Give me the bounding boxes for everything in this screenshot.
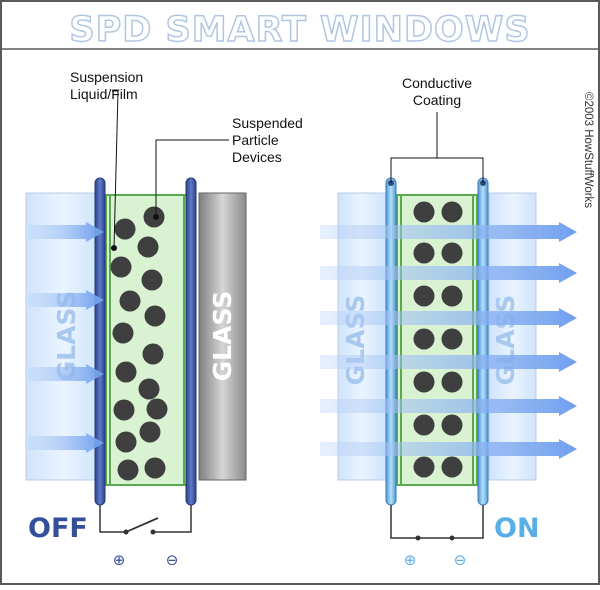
- light-arrow: [320, 352, 577, 372]
- light-arrow: [320, 263, 577, 283]
- on-switch-contact-2: [449, 535, 455, 541]
- page-title: SPD SMART WINDOWS: [69, 10, 530, 50]
- particle: [138, 378, 160, 400]
- particle: [119, 290, 141, 312]
- particle: [441, 456, 463, 478]
- conductive-bracket: [390, 112, 484, 183]
- off-right-electrode: [185, 177, 197, 506]
- light-arrow: [28, 364, 104, 384]
- off-circuit-wire: [99, 505, 192, 533]
- particles-label-line3: Devices: [232, 149, 282, 165]
- particle: [441, 285, 463, 307]
- light-arrow: [320, 308, 577, 328]
- suspension-leader: [112, 90, 119, 249]
- particle: [441, 414, 463, 436]
- off-state-label: OFF: [28, 513, 88, 544]
- particle: [441, 201, 463, 223]
- particle: [141, 269, 163, 291]
- off-plus-terminal: ⊕: [113, 552, 126, 569]
- particle: [413, 456, 435, 478]
- on-minus-terminal: ⊖: [454, 552, 467, 569]
- light-arrow: [28, 290, 104, 310]
- particle: [413, 328, 435, 350]
- suspension-label-line1: Suspension: [70, 69, 143, 85]
- on-rear-glass-label: GLASS: [491, 295, 520, 386]
- light-arrow: [320, 396, 577, 416]
- particle: [114, 218, 136, 240]
- conductive-label-line1: Conductive: [402, 75, 472, 91]
- off-rear-glass: [198, 192, 247, 481]
- particles-label-line1: Suspended: [232, 115, 303, 131]
- light-arrow: [28, 222, 104, 242]
- particle: [413, 242, 435, 264]
- on-arrows: [320, 222, 577, 459]
- light-arrow: [320, 222, 577, 242]
- particle: [115, 431, 137, 453]
- on-front-glass-label: GLASS: [341, 295, 370, 386]
- particle: [139, 421, 161, 443]
- particles-leader-dot: [153, 214, 159, 220]
- particle: [144, 457, 166, 479]
- light-arrow: [28, 433, 104, 453]
- particle: [115, 361, 137, 383]
- particle: [146, 398, 168, 420]
- on-switch-contact: [415, 535, 421, 541]
- off-switch-contact-2: [150, 529, 156, 535]
- conductive-label-line2: Coating: [413, 92, 461, 108]
- particles-label-line2: Particle: [232, 132, 279, 148]
- particle: [112, 322, 134, 344]
- light-arrow: [320, 439, 577, 459]
- particle: [144, 305, 166, 327]
- off-particles: [110, 206, 168, 481]
- particle: [113, 399, 135, 421]
- on-rear-glass: [488, 192, 537, 481]
- particle: [441, 328, 463, 350]
- off-left-electrode: [94, 177, 106, 506]
- on-front-glass: [337, 192, 387, 481]
- particle: [413, 371, 435, 393]
- particle: [117, 459, 139, 481]
- on-panel: GLASS GLASS ON ⊕ ⊖: [320, 177, 577, 569]
- particles-leader: [155, 139, 229, 217]
- particle: [110, 256, 132, 278]
- particle: [441, 242, 463, 264]
- on-plus-terminal: ⊕: [404, 552, 417, 569]
- off-arrows: [28, 222, 104, 453]
- on-film: [396, 194, 478, 486]
- particle: [137, 236, 159, 258]
- particle: [413, 285, 435, 307]
- off-panel: GLASS GLASS OFF ⊕ ⊖: [25, 177, 247, 569]
- suspension-leader-dot: [111, 245, 117, 251]
- particle: [441, 371, 463, 393]
- off-minus-terminal: ⊖: [166, 552, 179, 569]
- off-rear-glass-label: GLASS: [208, 291, 237, 382]
- particle: [413, 201, 435, 223]
- copyright-credit: ©2003 HowStuffWorks: [582, 92, 594, 208]
- particle: [142, 343, 164, 365]
- suspension-label-line2: Liquid/Film: [70, 86, 138, 102]
- off-switch-blade: [125, 517, 159, 533]
- on-state-label: ON: [494, 513, 540, 544]
- on-particles: [413, 201, 463, 478]
- particle: [413, 414, 435, 436]
- on-circuit-wire: [390, 505, 484, 539]
